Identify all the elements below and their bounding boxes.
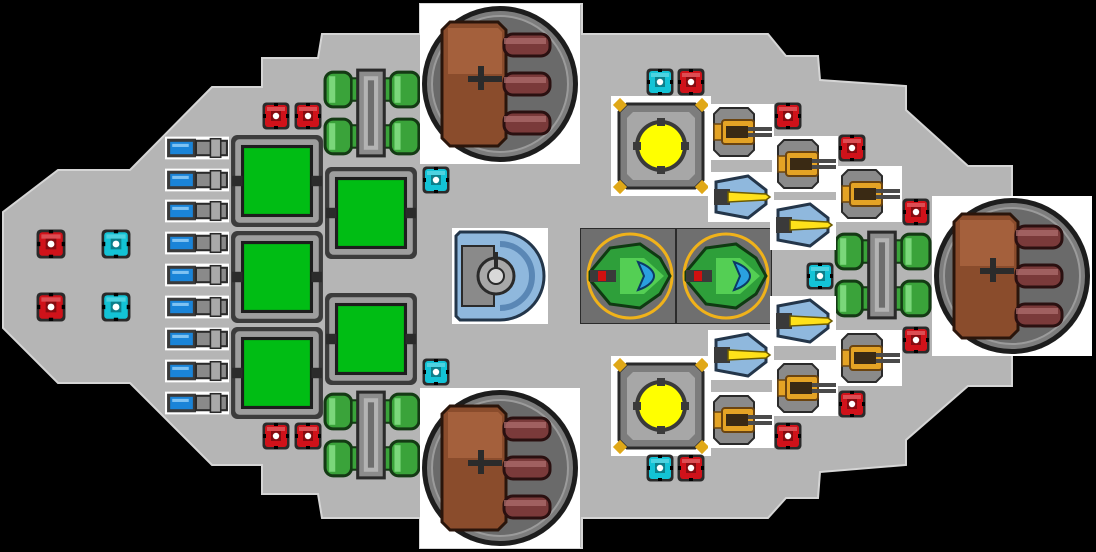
orange-gun[interactable] <box>708 392 774 448</box>
red-module[interactable] <box>677 454 705 482</box>
blue-cell-stack <box>165 136 229 415</box>
red-module[interactable] <box>774 422 802 450</box>
shield-generator[interactable] <box>452 228 548 324</box>
orange-gun[interactable] <box>772 136 838 192</box>
blue-cell[interactable] <box>165 327 229 351</box>
blue-cell[interactable] <box>165 231 229 255</box>
blue-cell[interactable] <box>165 136 229 160</box>
red-module[interactable] <box>294 422 322 450</box>
blue-cell[interactable] <box>165 168 229 192</box>
red-module[interactable] <box>36 229 66 259</box>
blade-gun[interactable] <box>770 200 836 250</box>
red-module[interactable] <box>902 326 930 354</box>
blue-cell[interactable] <box>165 295 229 319</box>
green-panel[interactable] <box>230 230 324 324</box>
red-module[interactable] <box>838 134 866 162</box>
blade-gun[interactable] <box>770 296 836 346</box>
heavy-turret[interactable] <box>420 4 580 164</box>
reactor-core[interactable] <box>611 96 711 196</box>
blue-cell[interactable] <box>165 199 229 223</box>
red-module[interactable] <box>262 102 290 130</box>
heavy-turret[interactable] <box>932 196 1092 356</box>
cyan-module[interactable] <box>101 292 131 322</box>
red-module[interactable] <box>838 390 866 418</box>
red-module[interactable] <box>902 198 930 226</box>
green-panel[interactable] <box>324 166 418 260</box>
blade-gun[interactable] <box>708 330 774 380</box>
green-cannon[interactable] <box>580 228 676 324</box>
cyan-module[interactable] <box>101 229 131 259</box>
green-cannon[interactable] <box>676 228 772 324</box>
cyan-module[interactable] <box>422 166 450 194</box>
orange-gun[interactable] <box>836 330 902 386</box>
orange-gun[interactable] <box>836 166 902 222</box>
red-module[interactable] <box>774 102 802 130</box>
cyan-module[interactable] <box>422 358 450 386</box>
reactor-core[interactable] <box>611 356 711 456</box>
orange-gun[interactable] <box>772 360 838 416</box>
red-module[interactable] <box>677 68 705 96</box>
green-panel[interactable] <box>230 134 324 228</box>
blue-cell[interactable] <box>165 359 229 383</box>
cyan-module[interactable] <box>646 454 674 482</box>
blade-gun[interactable] <box>708 172 774 222</box>
blue-cell[interactable] <box>165 263 229 287</box>
green-panel[interactable] <box>230 326 324 420</box>
orange-gun[interactable] <box>708 104 774 160</box>
green-panel[interactable] <box>324 292 418 386</box>
red-module[interactable] <box>294 102 322 130</box>
blue-cell[interactable] <box>165 391 229 415</box>
red-module[interactable] <box>36 292 66 322</box>
cyan-module[interactable] <box>806 262 834 290</box>
heavy-turret[interactable] <box>420 388 580 548</box>
cyan-module[interactable] <box>646 68 674 96</box>
red-module[interactable] <box>262 422 290 450</box>
